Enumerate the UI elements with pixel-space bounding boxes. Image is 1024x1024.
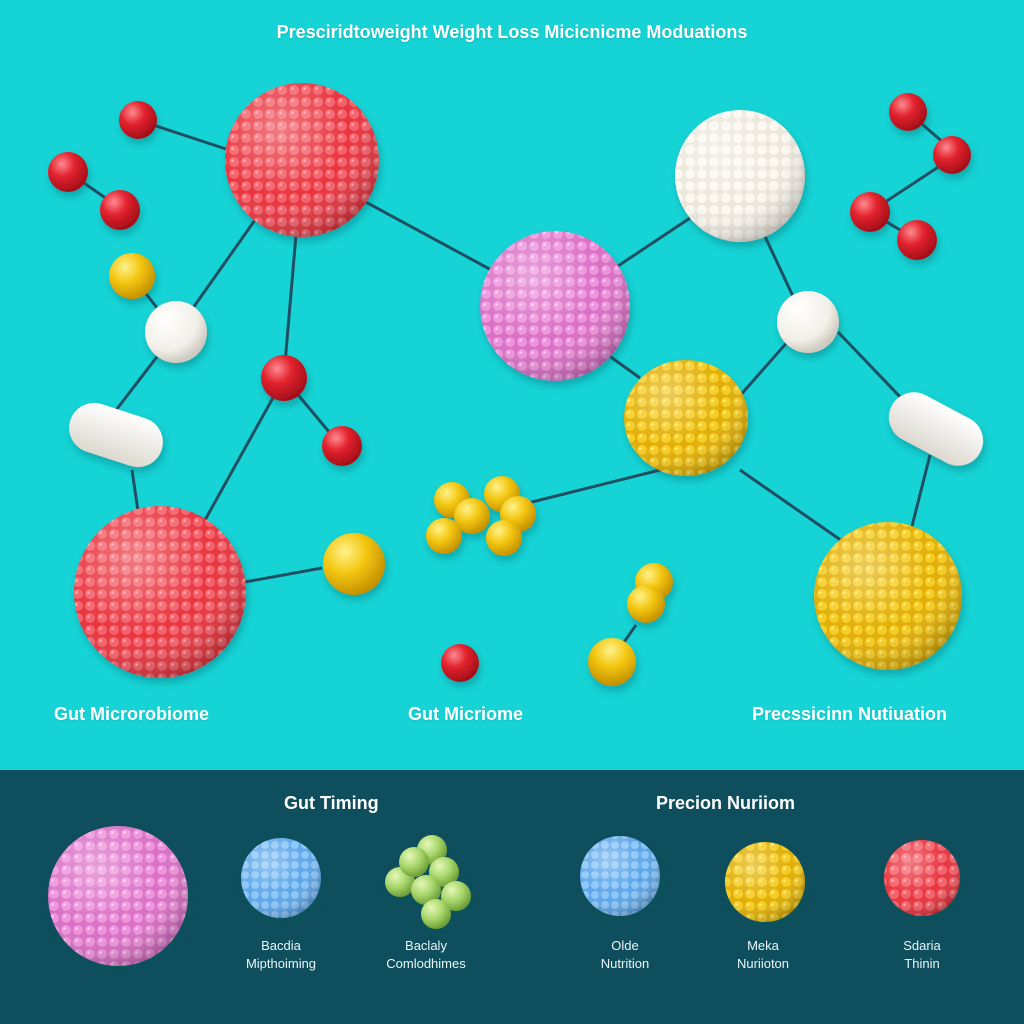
legend-caption-line1: Bacdia	[261, 938, 301, 953]
label-gut-micriome: Gut Micriome	[408, 704, 524, 724]
legend-caption-line1: Baclaly	[405, 938, 447, 953]
legend-caption-line2: Thinin	[904, 956, 940, 971]
legend-caption-olde: Olde Nutrition	[560, 937, 690, 973]
legend-caption-line1: Meka	[747, 938, 779, 953]
legend-heading-precion-nuriiom: Precion Nuriiom	[656, 793, 796, 813]
legend-caption-line2: Mipthoiming	[245, 956, 317, 971]
legend-caption-meka: Meka Nuriioton	[698, 937, 828, 973]
legend-caption-line1: Olde	[611, 938, 639, 953]
legend-caption-line2: Nuriioton	[736, 956, 790, 971]
legend-caption-baclaly: Baclaly Comlodhimes	[361, 937, 491, 973]
legend-caption-sdaria: Sdaria Thinin	[857, 937, 987, 973]
pill-capsules	[69, 392, 984, 686]
legend-heading-gut-timing: Gut Timing	[284, 793, 379, 813]
label-precision-nutiuation: Precssicinn Nutiuation	[752, 704, 948, 724]
legend-icon-green	[385, 835, 471, 929]
legend-caption-bacdia: Bacdia Mipthoiming	[216, 937, 346, 973]
legend-caption-line2: Comlodhimes	[386, 956, 466, 971]
legend-icons	[48, 826, 960, 966]
diagram-title: Presciridtoweight Weight Loss Micicnicme…	[276, 22, 748, 42]
legend-caption-line1: Sdaria	[903, 938, 941, 953]
legend-caption-line2: Nutrition	[600, 956, 650, 971]
molecule-balls	[48, 93, 971, 682]
label-gut-microrobiome: Gut Microrobiome	[54, 704, 210, 724]
